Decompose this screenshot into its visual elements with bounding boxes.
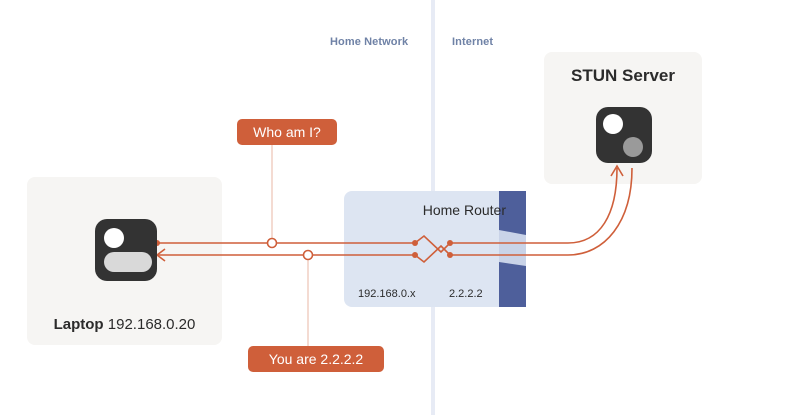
router-inner-dot-lower <box>412 252 418 258</box>
router-outer-dot-lower <box>447 252 453 258</box>
home-router-title: Home Router <box>422 202 506 218</box>
request-path <box>157 167 618 254</box>
request-arrowhead <box>610 164 624 177</box>
laptop-icon <box>95 219 157 281</box>
home-router-box <box>344 191 525 307</box>
router-public-ip: 2.2.2.2 <box>449 288 483 300</box>
internet-label: Internet <box>452 36 494 48</box>
response-path <box>157 167 633 264</box>
router-passthrough-highlight <box>499 230 526 266</box>
server-icon <box>596 107 652 163</box>
response-anchor-circle <box>302 249 314 261</box>
response-bubble: You are 2.2.2.2 <box>248 346 384 372</box>
request-anchor-circle <box>266 237 278 249</box>
router-private-ip: 192.168.0.x <box>358 288 416 300</box>
home-network-label: Home Network <box>330 36 409 48</box>
laptop-name: Laptop <box>53 316 104 333</box>
laptop-label: Laptop 192.168.0.20 <box>27 316 222 333</box>
router-outer-dot-upper <box>447 240 453 246</box>
request-bubble: Who am I? <box>237 119 337 145</box>
stun-server-title: STUN Server <box>571 66 675 85</box>
router-inner-dot-upper <box>412 240 418 246</box>
laptop-ip: 192.168.0.20 <box>107 316 196 333</box>
